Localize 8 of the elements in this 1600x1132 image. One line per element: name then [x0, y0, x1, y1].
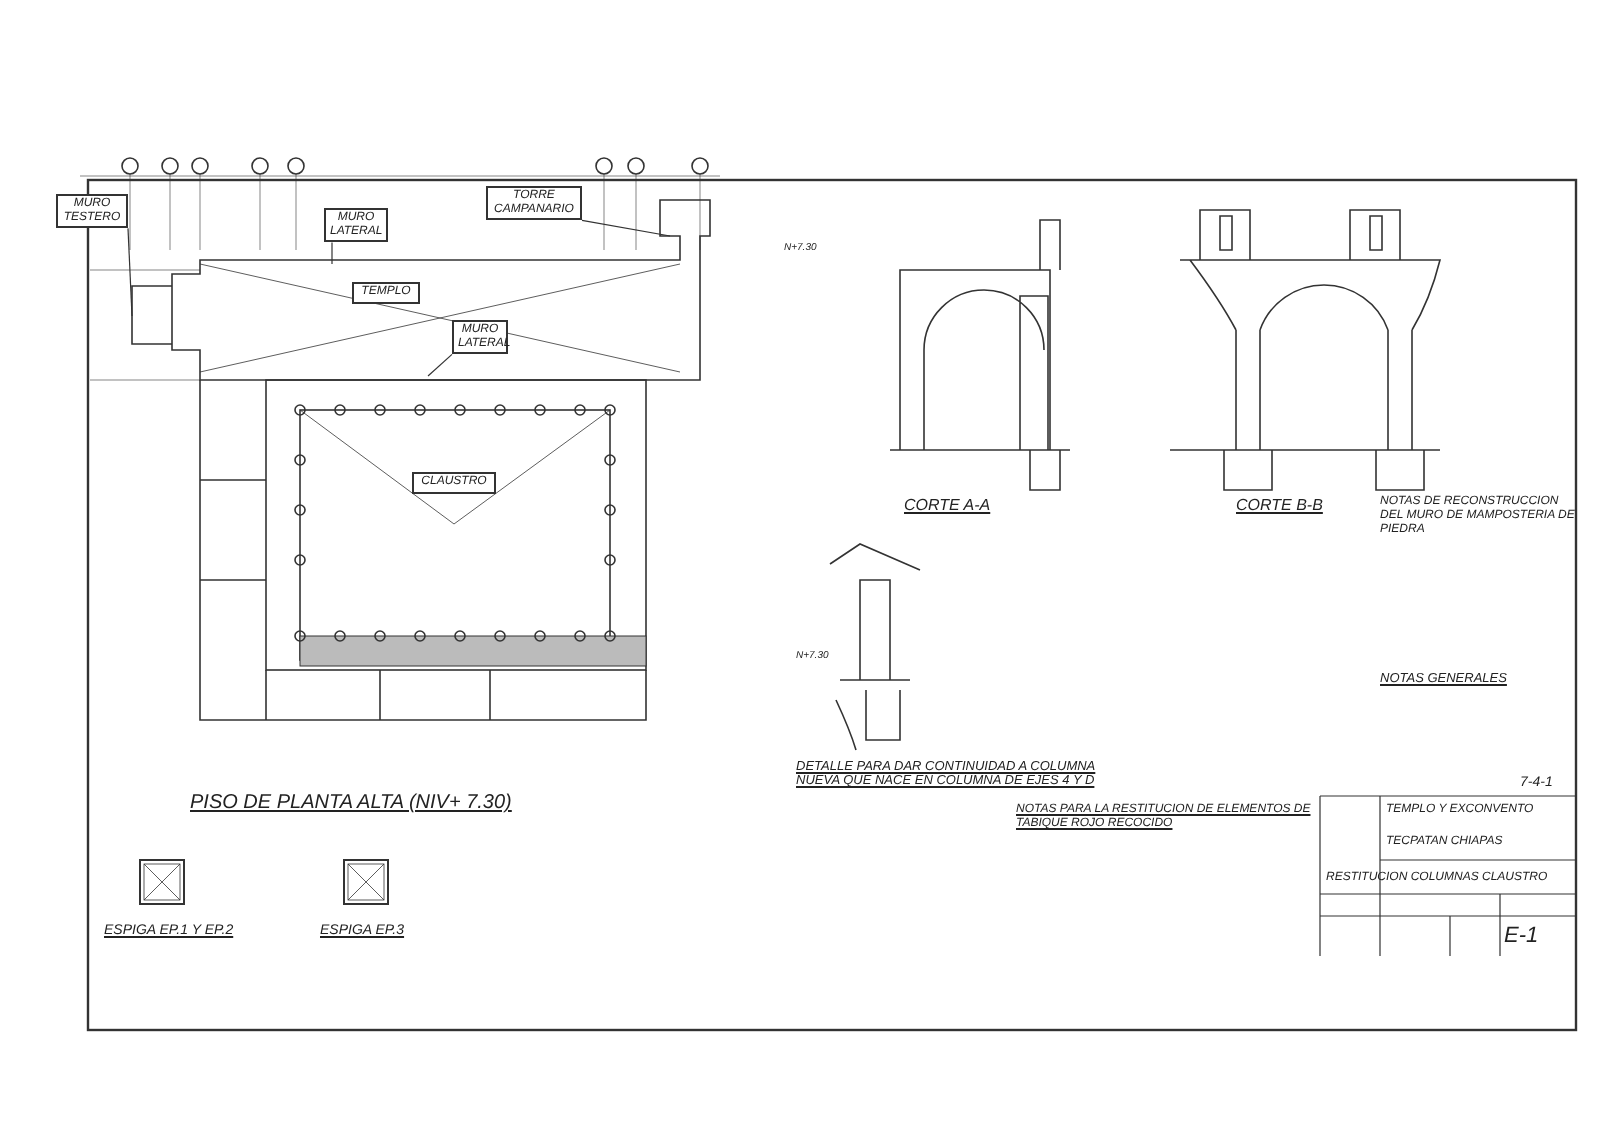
- leader-line: [331, 241, 333, 265]
- plan-title: PISO DE PLANTA ALTA (NIV+ 7.30): [190, 792, 514, 815]
- view-title: CORTE A-A: [904, 496, 993, 515]
- leader-line: [427, 353, 453, 377]
- leader-line: [581, 219, 671, 237]
- sheet-number: E-1: [1504, 924, 1541, 950]
- view-title: CORTE B-B: [1236, 496, 1325, 515]
- leader-line: [127, 227, 133, 317]
